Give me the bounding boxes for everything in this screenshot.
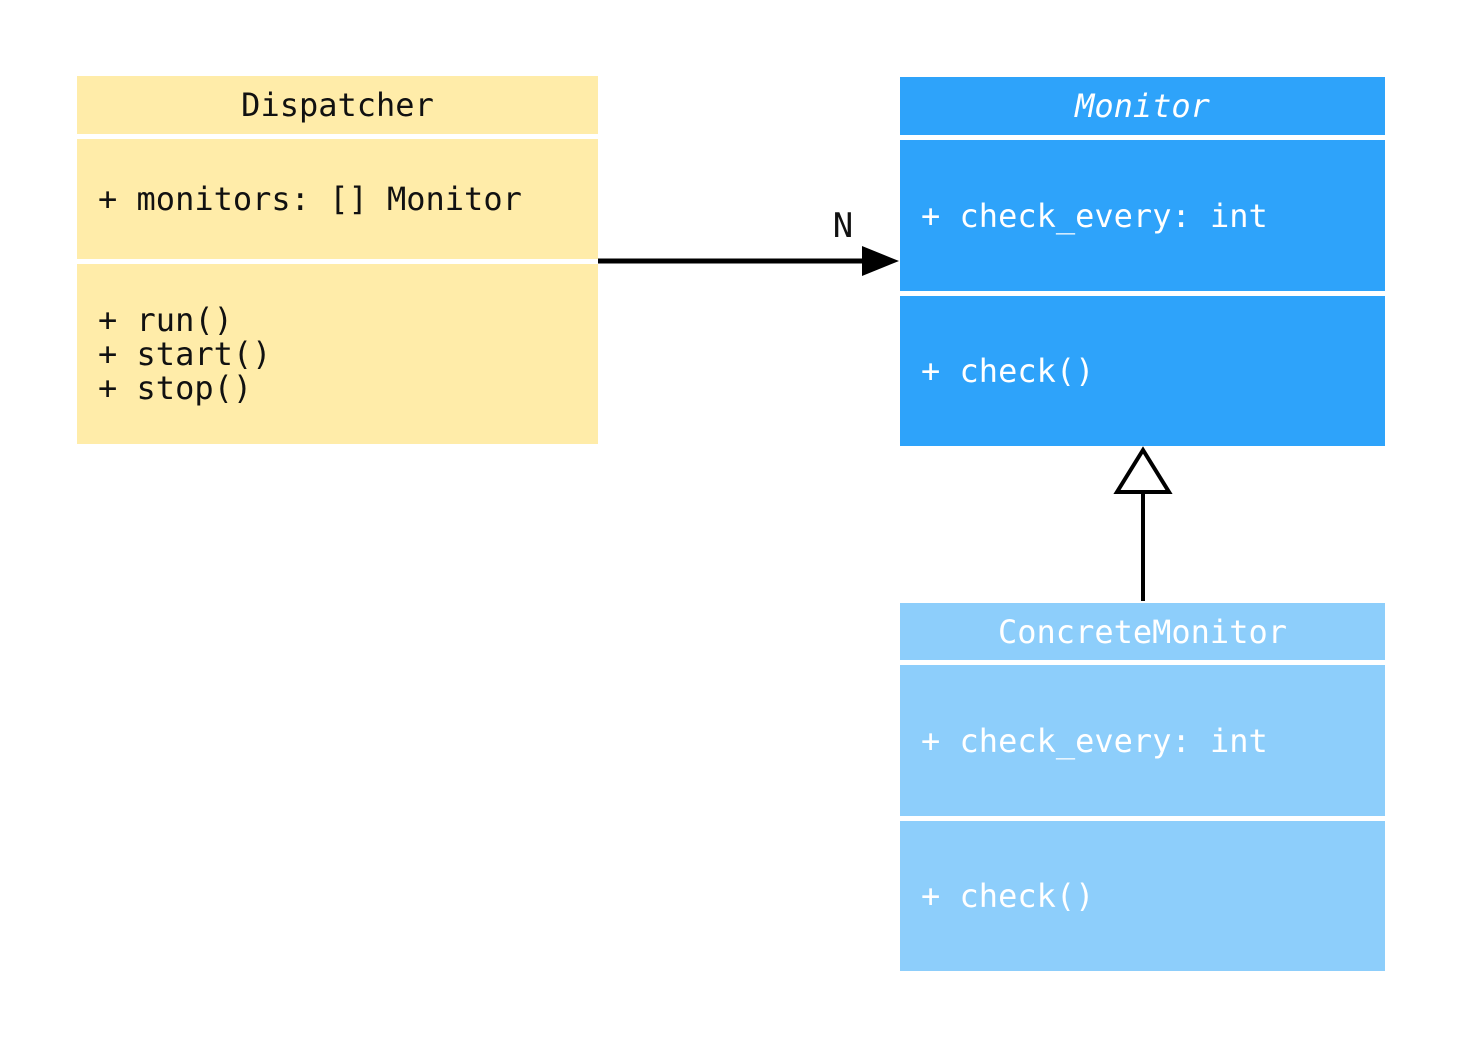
methods-section-concrete-monitor: + check() (900, 821, 1385, 971)
method-line: + start() (98, 335, 272, 373)
association-arrow (598, 246, 899, 276)
attributes-section-dispatcher: + monitors: [] Monitor (77, 139, 598, 259)
methods-section-dispatcher: + run() + start() + stop() (77, 264, 598, 444)
class-name-concrete-monitor: ConcreteMonitor (998, 612, 1287, 651)
methods-section-monitor: + check() (900, 296, 1385, 446)
class-name-monitor: Monitor (1075, 87, 1210, 125)
class-header-dispatcher: Dispatcher (77, 76, 598, 134)
attribute-line: + check_every: int (921, 196, 1268, 235)
attributes-section-monitor: + check_every: int (900, 140, 1385, 291)
method-line: + check() (921, 877, 1095, 915)
attribute-line: + check_every: int (921, 721, 1268, 760)
method-line: + run() (98, 301, 233, 339)
association-multiplicity-label: N (832, 206, 854, 246)
class-box-dispatcher: Dispatcher + monitors: [] Monitor + run(… (77, 76, 598, 444)
class-box-monitor: Monitor + check_every: int + check() (900, 77, 1385, 446)
method-line: + stop() (98, 369, 253, 407)
attribute-line: + monitors: [] Monitor (98, 180, 522, 218)
class-name-dispatcher: Dispatcher (241, 86, 434, 124)
inheritance-arrow (1113, 446, 1173, 601)
attributes-section-concrete-monitor: + check_every: int (900, 665, 1385, 816)
method-line: + check() (921, 352, 1095, 390)
class-header-concrete-monitor: ConcreteMonitor (900, 603, 1385, 660)
class-header-monitor: Monitor (900, 77, 1385, 135)
class-box-concrete-monitor: ConcreteMonitor + check_every: int + che… (900, 603, 1385, 971)
